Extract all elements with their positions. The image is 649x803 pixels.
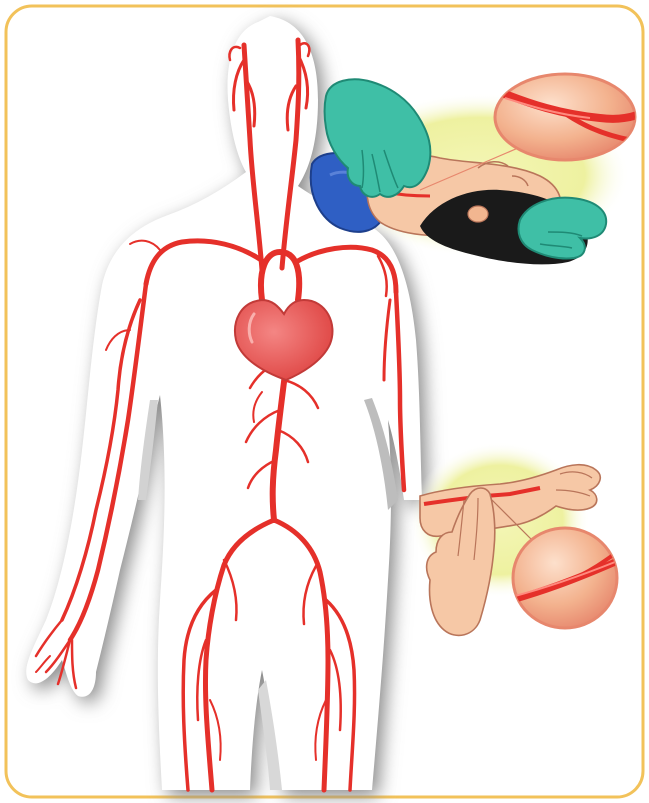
wrist-artery-magnifier	[512, 528, 620, 628]
